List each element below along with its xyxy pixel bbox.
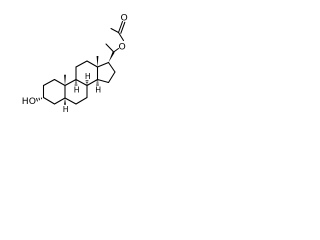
carbonyl-oxygen-label: O (121, 13, 128, 24)
ring-c (75, 60, 99, 87)
hash-oh-3 (36, 97, 38, 102)
bond-c15-c16 (107, 71, 116, 84)
c17-c20-wedge (108, 51, 115, 63)
h5-wedge (64, 98, 66, 105)
hydroxyl-group: HO (22, 96, 43, 107)
ring-b (64, 78, 88, 105)
bond-carbonyl-outer (117, 20, 124, 34)
methyl-c19-wedge (64, 74, 66, 86)
ester-oxygen-label: O (119, 42, 126, 53)
bond-c5-c6 (64, 97, 77, 105)
bond-c12-c13 (86, 60, 99, 68)
bond-c17-c13 (96, 61, 110, 68)
hash-oh-2 (38, 97, 41, 101)
bond-c20-oxygen (113, 47, 120, 53)
hydroxyl-label: HO (22, 96, 36, 107)
h14-label: H (95, 86, 101, 95)
side-chain (105, 20, 126, 63)
bond-c11-c12 (75, 60, 88, 68)
bond-c3-c4 (42, 96, 56, 105)
stereo-hydrogen-h5: H (63, 98, 69, 114)
ring-d (96, 61, 116, 84)
bond-c10-c1 (53, 78, 66, 87)
bond-c8-c9 (75, 78, 88, 87)
bond-c6-c7 (75, 96, 88, 105)
bond-acyl-methyl (110, 27, 120, 34)
ring-a (42, 78, 66, 105)
bond-c4-c5 (53, 97, 66, 105)
h5-label: H (63, 105, 69, 114)
bond-c1-c2 (42, 78, 56, 87)
bond-c20-c21 (105, 43, 115, 53)
methyl-c18-wedge (96, 56, 99, 67)
bond-c14-c8 (86, 78, 99, 87)
steroid-structure-diagram: H H H H HO O O (22, 13, 128, 115)
h9-label: H (74, 86, 80, 95)
h8-label: H (85, 72, 91, 81)
bond-c9-c10 (64, 78, 77, 87)
stereo-hydrogen-h8: H (85, 72, 91, 86)
bond-carbonyl-inner (120, 21, 126, 34)
stereo-hydrogen-h14: H (95, 80, 101, 95)
bond-c14-c15 (96, 78, 110, 84)
bond-oxygen-acyl-carbon (117, 31, 125, 42)
bond-c16-c17 (107, 61, 116, 73)
stereo-hydrogen-h9: H (74, 80, 80, 95)
